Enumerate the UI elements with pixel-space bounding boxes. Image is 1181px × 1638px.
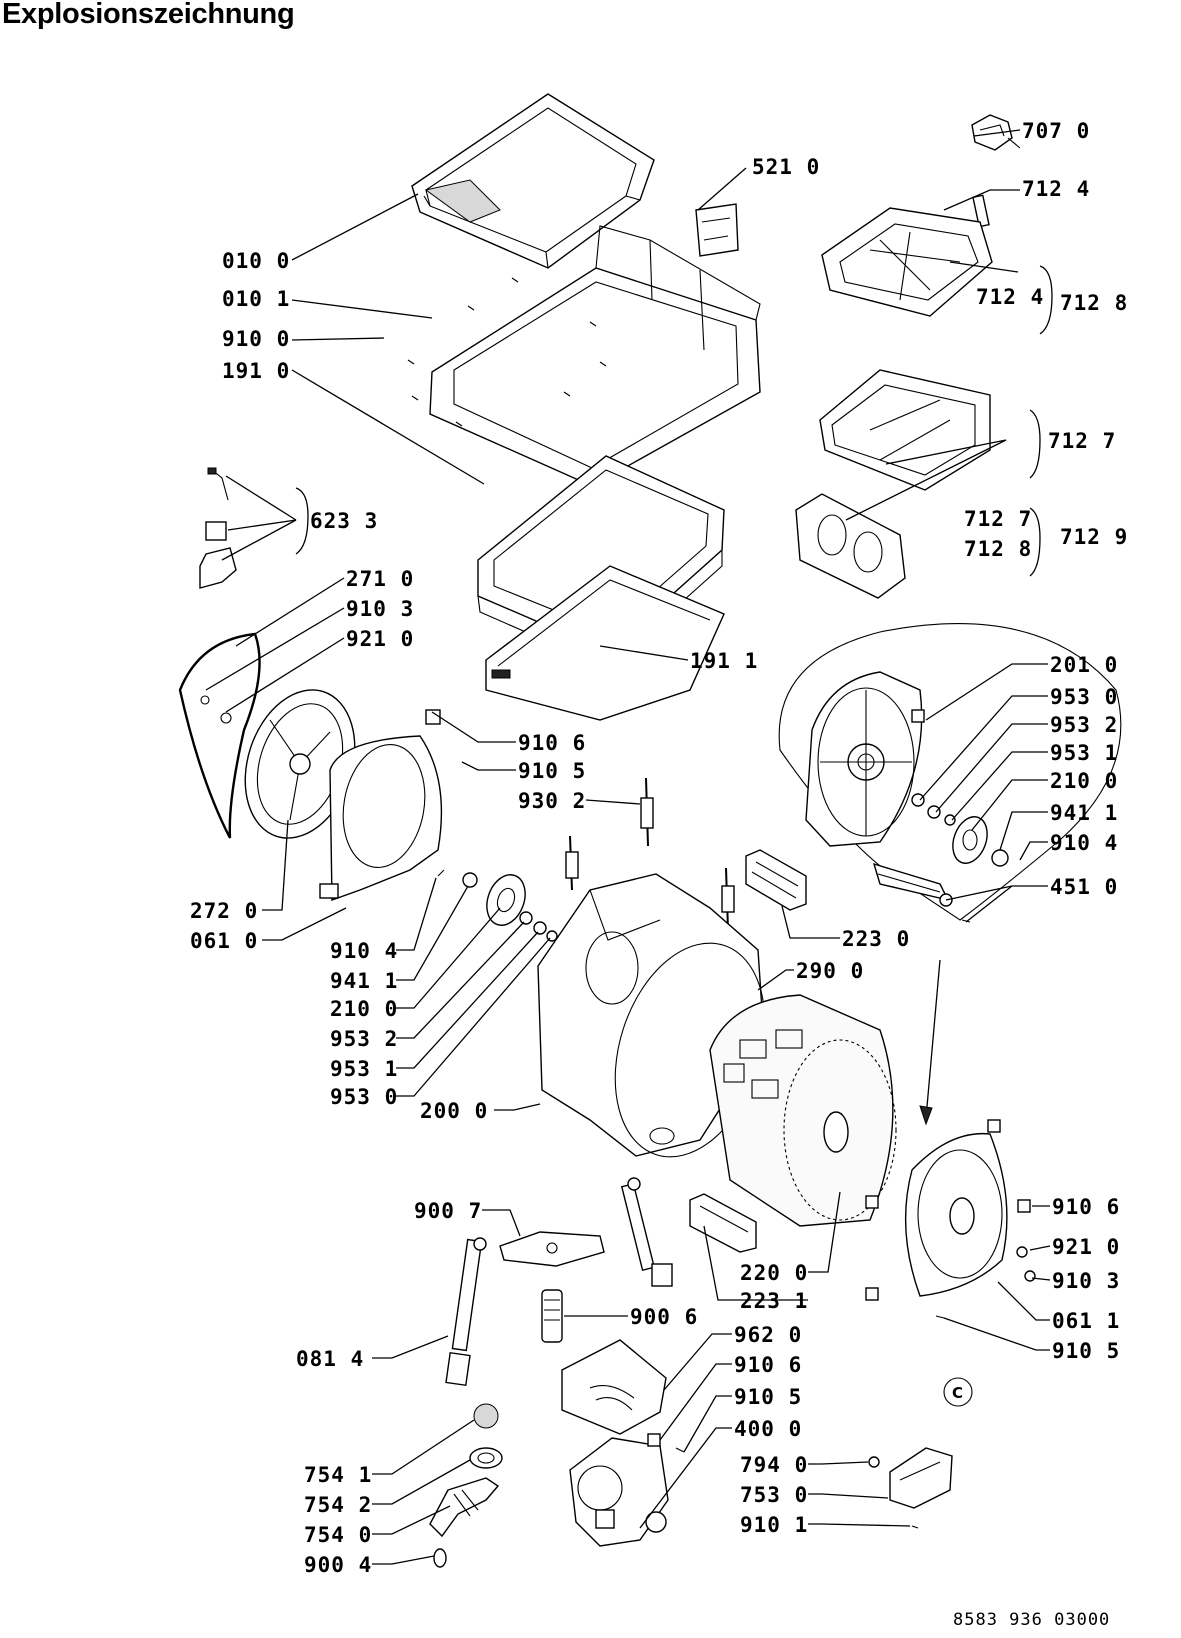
label-191-0: 191 0 (222, 359, 290, 383)
page-title: Explosionszeichnung (2, 0, 295, 30)
leader-lines (205, 129, 1053, 1565)
label-921-0-left: 921 0 (346, 627, 414, 651)
label-794-0: 794 0 (740, 1453, 808, 1477)
label-521-0: 521 0 (752, 155, 820, 179)
label-271-0: 271 0 (346, 567, 414, 591)
document-number: 8583 936 03000 (953, 1610, 1111, 1630)
part-pin-712-4 (972, 194, 990, 228)
label-223-0: 223 0 (842, 927, 910, 951)
label-941-1-right: 941 1 (1050, 801, 1118, 825)
part-bracket-223-1 (689, 1193, 757, 1253)
label-900-7: 900 7 (414, 1199, 482, 1223)
label-712-7-group: 712 7 (1048, 429, 1116, 453)
part-dispenser-lid (821, 207, 993, 317)
label-451-0: 451 0 (1050, 875, 1118, 899)
label-220-0: 220 0 (740, 1261, 808, 1285)
part-tub-cover (485, 565, 725, 721)
part-top-frame (429, 225, 761, 487)
part-dispenser-drawer (819, 369, 991, 491)
label-910-4-right: 910 4 (1050, 831, 1118, 855)
label-754-0: 754 0 (304, 1523, 372, 1547)
part-bottom-panel (561, 1339, 667, 1435)
label-910-4-left: 910 4 (330, 939, 398, 963)
part-crosspiece (499, 1231, 605, 1267)
part-panel-521 (695, 203, 739, 257)
label-941-1-left: 941 1 (330, 969, 398, 993)
part-top-cover (411, 93, 655, 269)
label-910-1: 910 1 (740, 1513, 808, 1537)
arrow-to-rear-shell (919, 959, 941, 1126)
label-712-9-group: 712 9 (1060, 525, 1128, 549)
label-081-4: 081 4 (296, 1347, 364, 1371)
part-drawer-front (795, 493, 906, 599)
part-pressure-switch (868, 1377, 973, 1529)
label-200-0: 200 0 (420, 1099, 488, 1123)
label-010-1: 010 1 (222, 287, 290, 311)
label-712-4: 712 4 (976, 285, 1044, 309)
label-754-1: 754 1 (304, 1463, 372, 1487)
frame-screws (407, 277, 607, 427)
label-010-0: 010 0 (222, 249, 290, 273)
part-belt (178, 632, 261, 839)
part-bracket-223-0 (745, 849, 807, 911)
label-953-0-left: 953 0 (330, 1085, 398, 1109)
label-400-0: 400 0 (734, 1417, 802, 1441)
label-712-8: 712 8 (964, 537, 1032, 561)
part-rear-shell (319, 709, 443, 901)
label-953-0-right: 953 0 (1050, 685, 1118, 709)
label-900-6: 900 6 (630, 1305, 698, 1329)
part-shock-left (445, 1237, 487, 1387)
label-953-2-right: 953 2 (1050, 713, 1118, 737)
label-623-3: 623 3 (310, 509, 378, 533)
label-712-8-group: 712 8 (1060, 291, 1128, 315)
part-hose-set (429, 1403, 503, 1568)
label-910-5-mid: 910 5 (518, 759, 586, 783)
label-900-4: 900 4 (304, 1553, 372, 1577)
label-754-2: 754 2 (304, 1493, 372, 1517)
label-921-0-right: 921 0 (1052, 1235, 1120, 1259)
label-910-6-bottom: 910 6 (734, 1353, 802, 1377)
label-910-3-right: 910 3 (1052, 1269, 1120, 1293)
label-290-0: 290 0 (796, 959, 864, 983)
label-753-0: 753 0 (740, 1483, 808, 1507)
part-labels: 707 0 521 0 712 4 712 4 712 8 010 0 010 … (190, 119, 1128, 1577)
label-910-0: 910 0 (222, 327, 290, 351)
label-210-0-right: 210 0 (1050, 769, 1118, 793)
part-rear-shell-right (865, 1119, 1036, 1319)
label-910-5-bottom: 910 5 (734, 1385, 802, 1409)
label-910-6-right: 910 6 (1052, 1195, 1120, 1219)
label-962-0: 962 0 (734, 1323, 802, 1347)
label-953-1-left: 953 1 (330, 1057, 398, 1081)
label-707-0: 707 0 (1022, 119, 1090, 143)
label-930-2: 930 2 (518, 789, 586, 813)
label-953-1-right: 953 1 (1050, 741, 1118, 765)
label-712-4-top: 712 4 (1022, 177, 1090, 201)
label-910-6-mid: 910 6 (518, 731, 586, 755)
part-drum (709, 994, 897, 1227)
part-springs (565, 777, 735, 969)
label-191-1: 191 1 (690, 649, 758, 673)
label-272-0: 272 0 (190, 899, 258, 923)
label-061-1: 061 1 (1052, 1309, 1120, 1333)
part-switch-707 (971, 114, 1021, 151)
label-201-0: 201 0 (1050, 653, 1118, 677)
part-pump (569, 1433, 685, 1547)
part-wiring-623 (199, 467, 237, 589)
part-shock-right (620, 1177, 673, 1287)
label-910-3-left: 910 3 (346, 597, 414, 621)
part-bearing-set-left (437, 869, 558, 942)
part-filter (541, 1289, 563, 1343)
label-712-7: 712 7 (964, 507, 1032, 531)
label-910-5-right: 910 5 (1052, 1339, 1120, 1363)
label-953-2-left: 953 2 (330, 1027, 398, 1051)
label-061-0: 061 0 (190, 929, 258, 953)
label-210-0-left: 210 0 (330, 997, 398, 1021)
label-223-1: 223 1 (740, 1289, 808, 1313)
circle-marker-c: C (952, 1384, 963, 1402)
